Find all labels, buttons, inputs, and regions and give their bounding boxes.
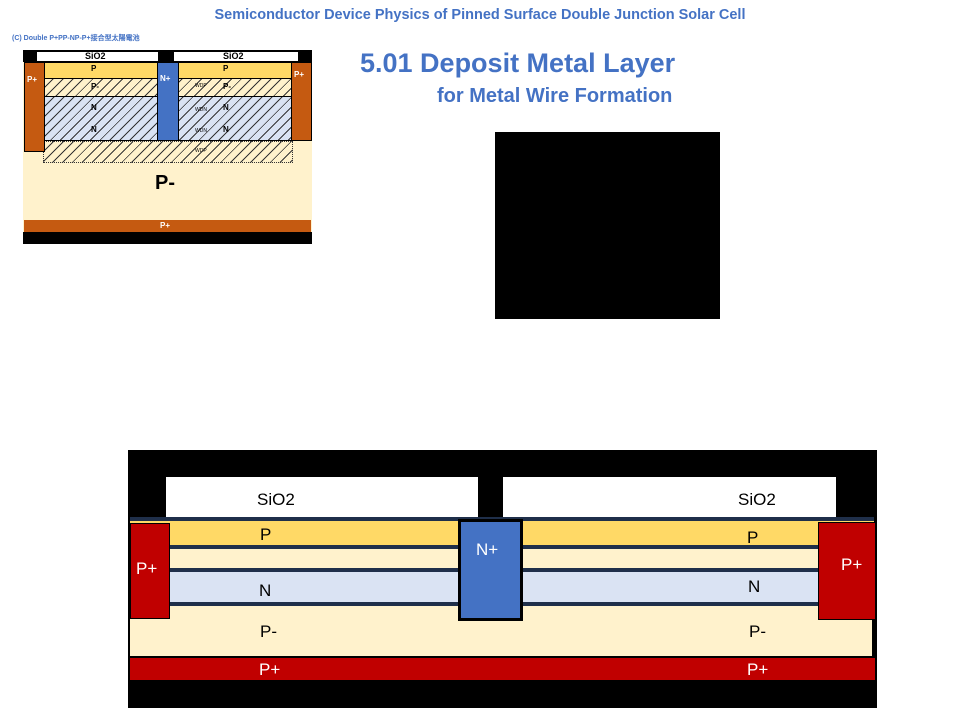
pplus-bottom-left-label: P+: [259, 660, 281, 679]
ref-pminus-left: P-: [91, 82, 99, 91]
step-subtitle: for Metal Wire Formation: [437, 85, 673, 107]
nplus-label: N+: [476, 540, 499, 559]
reference-diagram: SiO2 SiO2 P P P- P- N N N N WDP WDN WDN …: [23, 50, 312, 244]
main-diagram: [128, 450, 877, 708]
ref-pplus-bottom: P+: [160, 221, 171, 230]
ref-n2-right: N: [223, 125, 229, 134]
pplus-left-label: P+: [136, 559, 158, 578]
ref-pminus-right: P-: [223, 82, 231, 91]
p-left-label: P: [260, 525, 272, 544]
ref-wdp2: WDP: [195, 148, 207, 154]
ref-sio2-right: SiO2: [223, 51, 244, 61]
pplus-bottom-right-label: P+: [747, 660, 769, 679]
ref-n1-right: N: [223, 103, 229, 112]
ref-p-left: P: [91, 64, 97, 73]
ref-n1-left: N: [91, 103, 97, 112]
pminus-left-label: P-: [260, 622, 277, 641]
step-title: 5.01 Deposit Metal Layer: [360, 48, 676, 78]
pminus-right-label: P-: [749, 622, 766, 641]
sio2-left-label: SiO2: [257, 490, 295, 509]
ref-n2-left: N: [91, 125, 97, 134]
p-right-label: P: [747, 528, 759, 547]
n-left-label: N: [259, 581, 272, 600]
ref-wdp1: WDP: [195, 83, 207, 89]
pplus-right-label: P+: [841, 555, 863, 574]
sio2-right-label: SiO2: [738, 490, 776, 509]
ref-wdn1: WDN: [195, 107, 207, 113]
ref-wdn2: WDN: [195, 128, 207, 134]
ref-substrate: P-: [155, 172, 175, 194]
n-right-label: N: [748, 577, 761, 596]
ref-pplus-left: P+: [27, 75, 38, 84]
ref-nplus: N+: [160, 74, 171, 83]
ref-pplus-right: P+: [294, 70, 305, 79]
ref-sio2-left: SiO2: [85, 51, 106, 61]
black-image-placeholder: [495, 132, 720, 319]
reference-caption: (C) Double P+PP-NP-P+接合型太陽電池: [12, 35, 140, 42]
ref-p-right: P: [223, 64, 229, 73]
slide-title: Semiconductor Device Physics of Pinned S…: [214, 7, 746, 23]
